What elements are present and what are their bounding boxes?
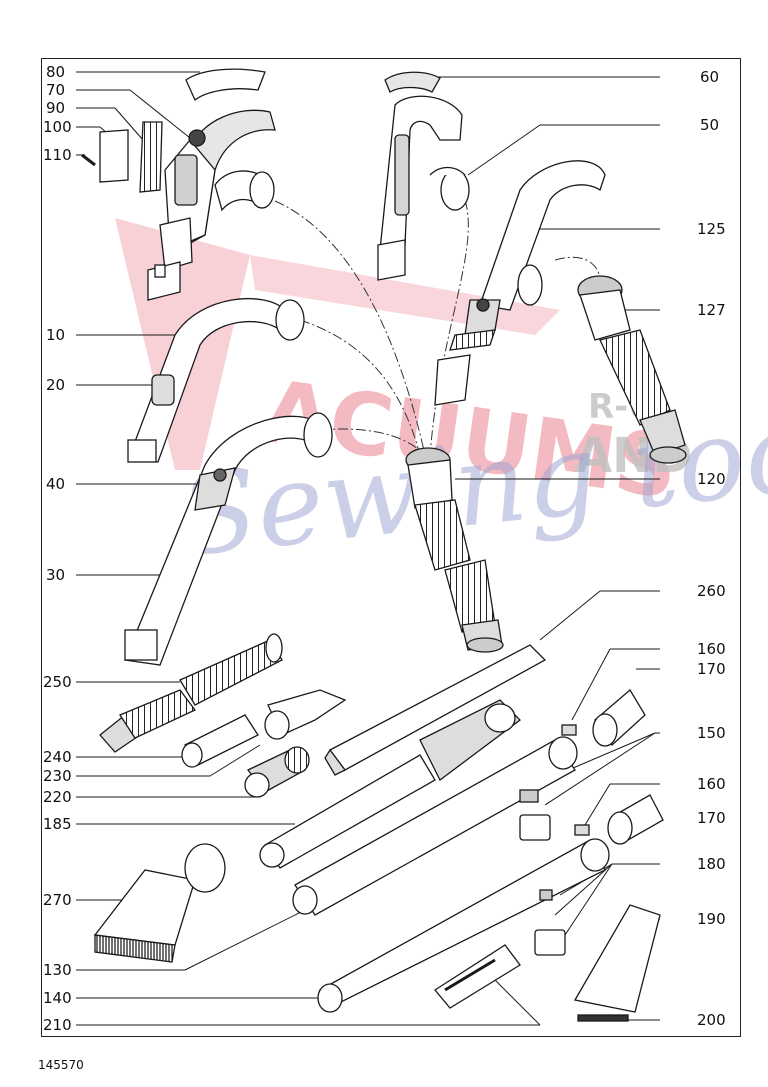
brush-270 — [93, 843, 226, 963]
hose-127 — [577, 275, 687, 464]
callout-10: 10 — [46, 326, 66, 344]
handle-30 — [124, 412, 333, 666]
callout-30: 30 — [46, 566, 66, 584]
callout-220: 220 — [43, 788, 72, 806]
nozzles-220-240 — [181, 689, 347, 798]
handle-125 — [434, 160, 606, 406]
callout-190: 190 — [697, 910, 726, 928]
handle-50 — [377, 71, 470, 281]
callout-40: 40 — [46, 475, 66, 493]
callout-160-upper: 160 — [697, 640, 726, 658]
callout-60: 60 — [700, 68, 720, 86]
callout-240: 240 — [43, 748, 72, 766]
callout-80: 80 — [46, 63, 66, 81]
callout-140: 140 — [43, 989, 72, 1007]
callout-125: 125 — [697, 220, 726, 238]
tube-260 — [324, 644, 547, 776]
tube-185 — [259, 699, 521, 869]
callout-130: 130 — [43, 961, 72, 979]
hose-250 — [99, 633, 283, 753]
callout-230: 230 — [43, 767, 72, 785]
handle-10 — [127, 298, 305, 463]
diagram-frame — [41, 58, 741, 1037]
clips-150-180 — [519, 789, 566, 956]
callout-170-upper: 170 — [697, 660, 726, 678]
callout-200: 200 — [697, 1011, 726, 1029]
leader-lines — [76, 71, 660, 1026]
callout-160-lower: 160 — [697, 775, 726, 793]
callout-185: 185 — [43, 815, 72, 833]
couplers-170 — [561, 689, 664, 845]
callout-250: 250 — [43, 673, 72, 691]
callout-100: 100 — [43, 118, 72, 136]
callout-270: 270 — [43, 891, 72, 909]
tube-130 — [292, 736, 578, 916]
handle-70 — [81, 68, 276, 301]
document-number: 145570 — [38, 1058, 84, 1072]
callout-180: 180 — [697, 855, 726, 873]
callout-150: 150 — [697, 724, 726, 742]
callout-210: 210 — [43, 1016, 72, 1034]
tube-140 — [317, 838, 610, 1013]
callout-260: 260 — [697, 582, 726, 600]
callout-127: 127 — [697, 301, 726, 319]
callout-90: 90 — [46, 99, 66, 117]
callout-70: 70 — [46, 81, 66, 99]
hose-120 — [405, 447, 504, 653]
grip-210 — [434, 944, 521, 1009]
callout-120: 120 — [697, 470, 726, 488]
nozzle-190 — [573, 904, 661, 1022]
callout-50: 50 — [700, 116, 720, 134]
callout-170-lower: 170 — [697, 809, 726, 827]
callout-20: 20 — [46, 376, 66, 394]
callout-110: 110 — [43, 146, 72, 164]
